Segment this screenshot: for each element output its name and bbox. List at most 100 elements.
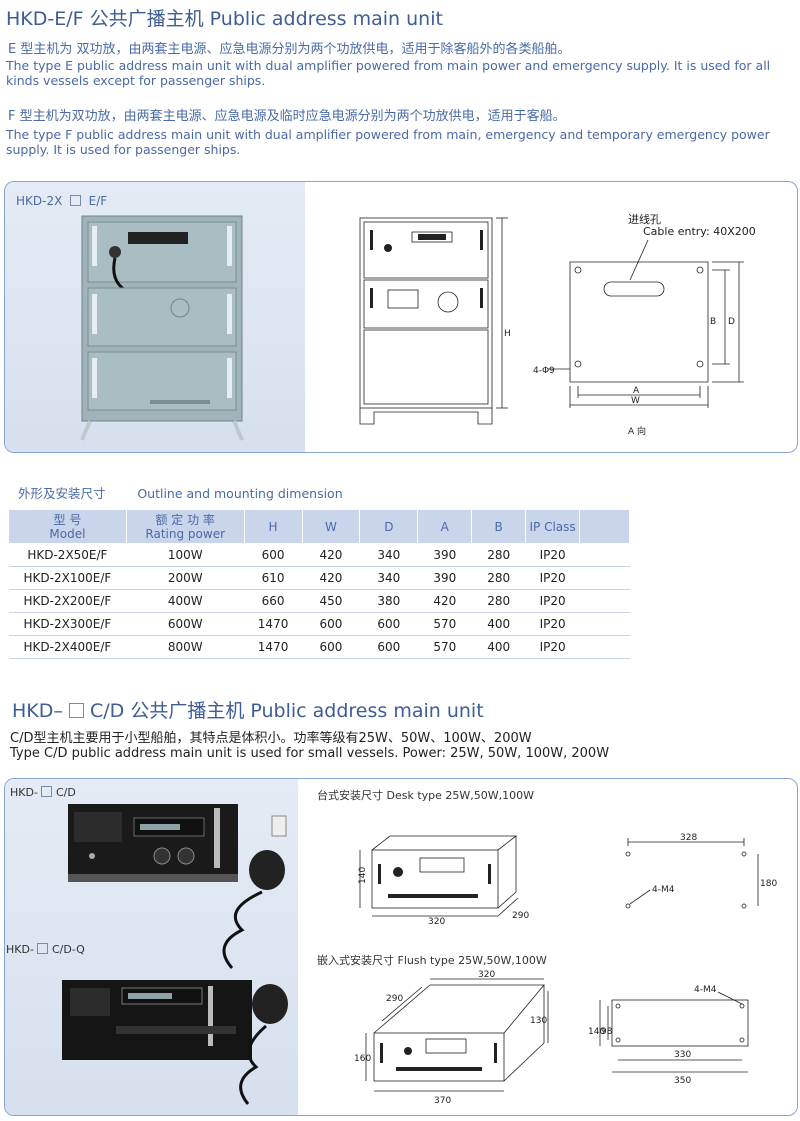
cell: 420 (302, 543, 360, 567)
cell (579, 566, 630, 590)
type-f-description-cn: F 型主机为双功放，由两套主电源、应急电源及临时应急电源分别为两个功放供电，适用… (8, 109, 566, 124)
cd-model-label: HKD- C/D (10, 786, 76, 799)
header-blank (579, 509, 630, 544)
cell: 1470 (244, 612, 303, 636)
cell: HKD-2X50E/F (8, 543, 127, 567)
cell: IP20 (525, 566, 580, 590)
cdq-model-label: HKD- C/D-Q (6, 943, 85, 956)
cell: 280 (471, 566, 526, 590)
section2-title: HKD– C/D 公共广播主机 Public address main unit (12, 700, 484, 722)
type-f-description-en: The type F public address main unit with… (6, 127, 770, 157)
header-h: H (243, 509, 303, 544)
cell: IP20 (525, 612, 580, 636)
cell: 600 (302, 612, 360, 636)
flush-type-drawing: 320 290 130 160 370 (354, 970, 549, 1106)
type-e-description-cn: E 型主机为 双功放，由两套主电源、应急电源分别为两个功放供电，适用于除客船外的… (8, 42, 571, 57)
cell: 600 (359, 635, 418, 659)
ef-model-label: HKD-2X E/F (16, 194, 108, 208)
desk-dim-320: 320 (428, 917, 445, 927)
flush-mounting-drawing: 4-M4 140 98 330 350 (588, 985, 749, 1086)
flush-type-title: 嵌入式安装尺寸 Flush type 25W,50W,100W (317, 954, 547, 967)
cell: 340 (359, 566, 418, 590)
dim-h-label: H (504, 329, 511, 339)
cell: 340 (359, 543, 418, 567)
cell: 380 (359, 589, 418, 613)
ef-front-view-drawing: H (359, 217, 511, 425)
cell: 390 (417, 543, 472, 567)
header-ip: IP Class (525, 509, 581, 544)
flush-dim-160: 160 (354, 1054, 371, 1064)
cell: 450 (302, 589, 360, 613)
cell: 400 (471, 612, 526, 636)
desk-type-drawing: 140 320 290 (358, 835, 529, 927)
header-d: D (359, 509, 419, 544)
cell: 600 (302, 635, 360, 659)
cell: 420 (417, 589, 472, 613)
cell: HKD-2X100E/F (8, 566, 127, 590)
view-a-label: A 向 (628, 425, 646, 437)
dim-d-label: D (728, 317, 735, 327)
cell (579, 543, 630, 567)
cell: 600W (126, 612, 245, 636)
cell: 610 (244, 566, 303, 590)
cd-description-cn: C/D型主机主要用于小型船舶，其特点是体积小。功率等级有25W、50W、100W… (10, 731, 532, 746)
cell: 800W (126, 635, 245, 659)
header-w: W (301, 509, 361, 544)
cell: 400W (126, 589, 245, 613)
cell (579, 612, 630, 636)
flush-dim-320: 320 (478, 970, 495, 980)
desk-dim-180: 180 (760, 879, 777, 889)
model-placeholder-box (41, 786, 53, 797)
type-e-description-en: The type E public address main unit with… (6, 58, 771, 88)
cell: 420 (302, 566, 360, 590)
section1-title: HKD-E/F 公共广播主机 Public address main unit (6, 8, 443, 30)
model-placeholder-box (68, 703, 84, 718)
flush-dim-98: 98 (601, 1027, 613, 1037)
dim-b-label: B (710, 317, 716, 327)
cell: HKD-2X300E/F (8, 612, 127, 636)
cell: 570 (417, 635, 472, 659)
dim-w-label: W (631, 396, 640, 406)
desk-mounting-drawing: 328 180 4-M4 (625, 833, 777, 909)
cd-unit-photo (68, 804, 287, 969)
ef-side-view-drawing: B D A W 4-Φ9 A 向 (533, 239, 744, 437)
cell: IP20 (525, 635, 580, 659)
desk-dim-290: 290 (512, 911, 529, 921)
cell: IP20 (525, 589, 580, 613)
cdq-unit-photo (62, 980, 288, 1105)
cell: 600 (244, 543, 303, 567)
desk-dim-328: 328 (680, 833, 697, 843)
cell: 280 (471, 589, 526, 613)
cell (579, 589, 630, 613)
flush-dim-130: 130 (530, 1016, 547, 1026)
flush-dim-370: 370 (434, 1096, 451, 1106)
table-title: 外形及安装尺寸 Outline and mounting dimension (18, 486, 343, 501)
cd-description-en: Type C/D public address main unit is use… (10, 746, 610, 761)
cell: 390 (417, 566, 472, 590)
desk-dim-140: 140 (358, 867, 368, 884)
cable-entry-en: Cable entry: 40X200 (643, 225, 756, 238)
header-b: B (471, 509, 527, 544)
cell: 400 (471, 635, 526, 659)
desk-hole-label: 4-M4 (652, 885, 675, 895)
mounting-hole-label: 4-Φ9 (533, 366, 555, 376)
flush-dim-290: 290 (386, 994, 403, 1004)
cell: 1470 (244, 635, 303, 659)
cell: 570 (417, 612, 472, 636)
flush-dim-350: 350 (674, 1076, 691, 1086)
cell: IP20 (525, 543, 580, 567)
flush-dim-330: 330 (674, 1050, 691, 1060)
cell: 600 (359, 612, 418, 636)
model-placeholder-box (69, 195, 81, 206)
cell: HKD-2X400E/F (8, 635, 127, 659)
header-a: A (417, 509, 473, 544)
model-placeholder-box (37, 943, 49, 954)
cell: HKD-2X200E/F (8, 589, 127, 613)
ef-cabinet-photo (80, 215, 244, 441)
